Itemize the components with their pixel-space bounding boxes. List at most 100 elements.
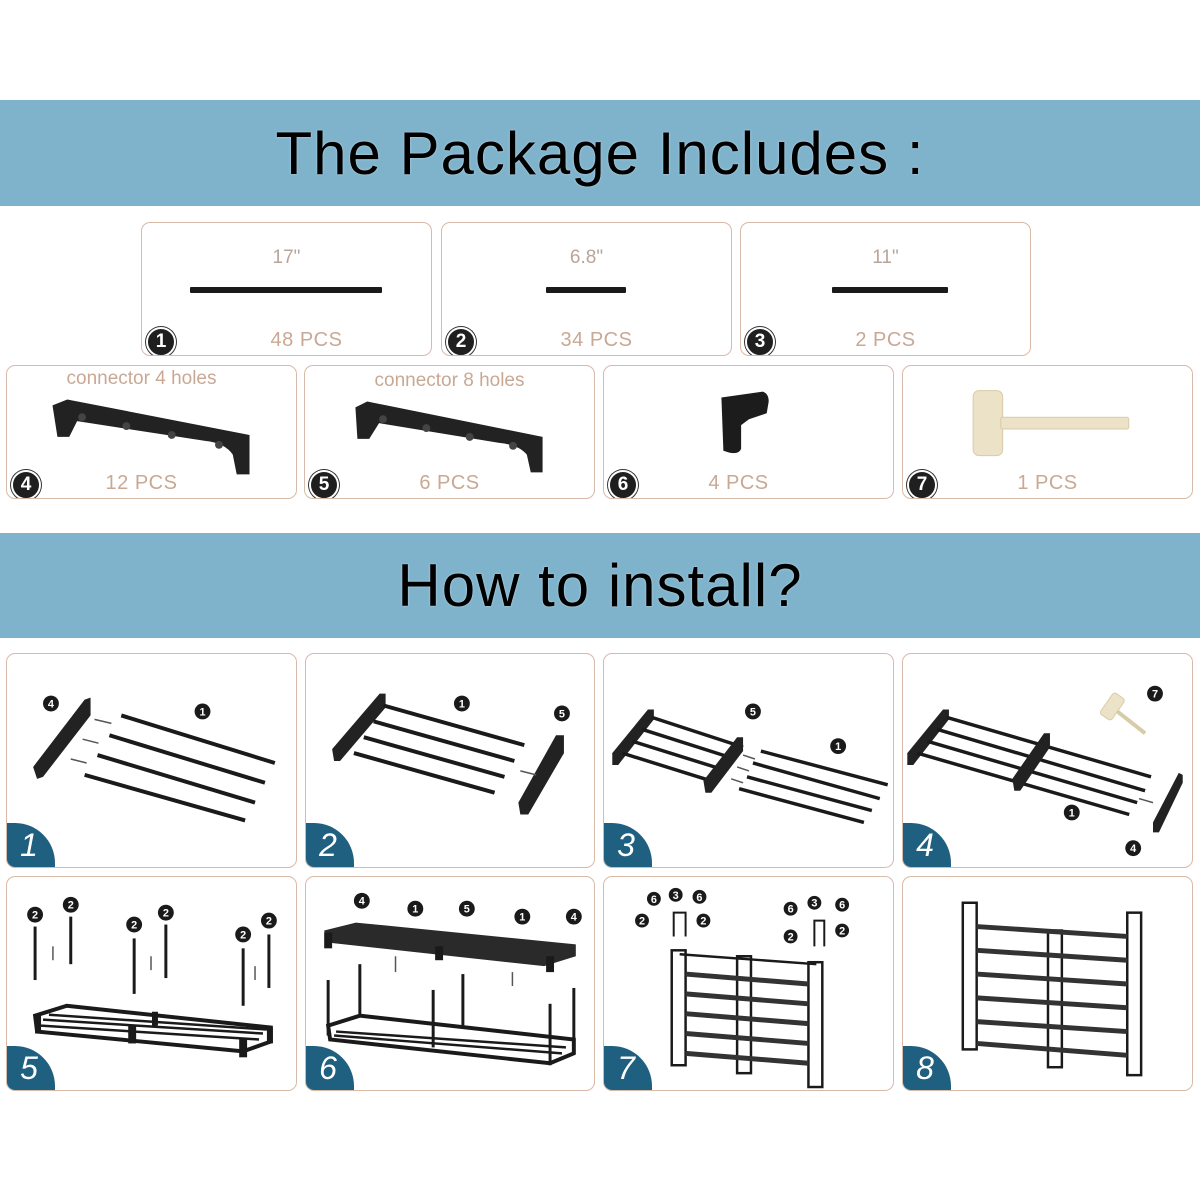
step-3-illustration: 5 1	[612, 703, 889, 825]
svg-text:5: 5	[464, 904, 470, 916]
step-2-illustration: 1 5	[332, 693, 570, 815]
part-label-icon: 2	[62, 896, 79, 913]
svg-text:2: 2	[788, 931, 794, 943]
install-step-5: 2 2 2 2 2 2 5	[6, 876, 297, 1091]
svg-text:1: 1	[835, 741, 841, 753]
install-step-4: 7 1 4 4	[902, 653, 1193, 868]
part-label-icon: 1	[1063, 804, 1080, 821]
step-8-illustration	[961, 901, 1143, 1077]
install-step-3: 5 1 3	[603, 653, 894, 868]
part-dimension: connector 4 holes	[66, 368, 217, 389]
svg-text:6: 6	[651, 894, 657, 906]
step-number-badge: 6	[306, 1046, 354, 1090]
svg-text:1: 1	[199, 706, 205, 718]
part-dimension: 11"	[872, 247, 899, 268]
part-card-2: 6.8" 34 PCS 2	[441, 222, 732, 356]
part-label-icon: 4	[1125, 840, 1142, 857]
svg-text:1: 1	[519, 912, 525, 924]
connector-4-holes-icon	[52, 399, 250, 475]
part-label-icon: 2	[783, 929, 798, 943]
part-label-icon: 7	[1147, 685, 1163, 702]
svg-text:2: 2	[639, 916, 645, 928]
part-label-icon: 5	[458, 900, 475, 917]
part-label-icon: 2	[235, 926, 252, 943]
part-number-badge: 5	[309, 470, 339, 498]
how-to-install-banner: How to install?	[0, 533, 1200, 638]
part-label-icon: 6	[783, 901, 798, 916]
part-quantity: 1 PCS	[1017, 472, 1078, 494]
part-label-icon: 6	[692, 889, 707, 904]
connector-8-holes-icon	[355, 401, 543, 473]
package-includes-title: The Package Includes :	[275, 119, 925, 187]
part-label-icon: 6	[835, 897, 850, 912]
part-label-icon: 1	[194, 703, 211, 720]
step-5-illustration: 2 2 2 2 2 2	[27, 896, 277, 1058]
mallet-icon	[972, 390, 1130, 457]
svg-text:2: 2	[700, 916, 706, 928]
part-label-icon: 2	[635, 913, 649, 928]
step-number-badge: 5	[7, 1046, 55, 1090]
part-number-badge: 2	[446, 327, 476, 355]
svg-text:4: 4	[359, 896, 365, 908]
part-label-icon: 1	[453, 695, 470, 712]
how-to-install-title: How to install?	[397, 552, 803, 619]
svg-text:1: 1	[1069, 807, 1075, 819]
install-step-8: 8	[902, 876, 1193, 1091]
part-label-icon: 4	[565, 908, 582, 925]
svg-text:7: 7	[1152, 689, 1158, 701]
svg-text:4: 4	[571, 912, 577, 924]
svg-text:2: 2	[163, 908, 169, 920]
svg-text:5: 5	[559, 708, 565, 720]
svg-text:3: 3	[673, 890, 679, 902]
svg-text:6: 6	[696, 892, 702, 904]
part-quantity: 12 PCS	[105, 472, 178, 494]
rod-6-8-icon	[546, 287, 626, 293]
part-label-icon: 3	[668, 887, 683, 902]
part-label-icon: 6	[646, 891, 661, 906]
part-label-icon: 4	[43, 695, 59, 712]
svg-text:5: 5	[750, 706, 756, 718]
part-card-5: connector 8 holes 6 PCS 5	[304, 365, 595, 499]
part-card-3: 11" 2 PCS 3	[740, 222, 1031, 356]
part-dimension: connector 8 holes	[374, 370, 525, 391]
part-label-icon: 2	[27, 906, 44, 923]
step-1-illustration: 4 1	[33, 695, 276, 823]
step-6-illustration: 4 1 5 1 4	[324, 892, 582, 1066]
step-4-illustration: 7 1 4	[907, 685, 1183, 857]
corner-connector-icon	[721, 391, 769, 454]
step-number-badge: 7	[604, 1046, 652, 1090]
rod-11-icon	[832, 287, 948, 293]
part-label-icon: 4	[353, 892, 370, 909]
part-quantity: 48 PCS	[270, 329, 343, 351]
part-label-icon: 5	[554, 705, 570, 722]
part-label-icon: 5	[745, 703, 761, 720]
svg-text:2: 2	[32, 910, 38, 922]
install-step-2: 1 5 2	[305, 653, 595, 868]
part-number-badge: 3	[745, 327, 775, 355]
part-label-icon: 1	[407, 900, 424, 917]
part-quantity: 2 PCS	[855, 329, 916, 351]
svg-text:2: 2	[240, 929, 246, 941]
part-card-4: connector 4 holes 12 PCS 4	[6, 365, 297, 499]
part-number-badge: 4	[11, 470, 41, 498]
step-7-illustration: 6 3 6 2 2 6 3 6 2 2	[635, 887, 850, 1089]
svg-text:4: 4	[48, 698, 54, 710]
svg-text:3: 3	[811, 898, 817, 910]
part-number-badge: 6	[608, 470, 638, 498]
svg-text:2: 2	[839, 925, 845, 937]
install-step-7: 6 3 6 2 2 6 3 6 2 2 7	[603, 876, 894, 1091]
part-label-icon: 3	[807, 895, 822, 910]
part-card-1: 17" 48 PCS 1	[141, 222, 432, 356]
svg-text:2: 2	[68, 900, 74, 912]
svg-text:6: 6	[788, 904, 794, 916]
svg-text:4: 4	[1130, 843, 1136, 855]
part-card-7: 1 PCS 7	[902, 365, 1193, 499]
svg-text:1: 1	[459, 698, 465, 710]
part-label-icon: 2	[260, 912, 277, 929]
step-number-badge: 8	[903, 1046, 951, 1090]
part-number-badge: 1	[146, 327, 176, 355]
part-dimension: 17"	[272, 247, 301, 268]
part-card-6: 4 PCS 6	[603, 365, 894, 499]
svg-text:1: 1	[412, 904, 418, 916]
part-quantity: 6 PCS	[419, 472, 480, 494]
